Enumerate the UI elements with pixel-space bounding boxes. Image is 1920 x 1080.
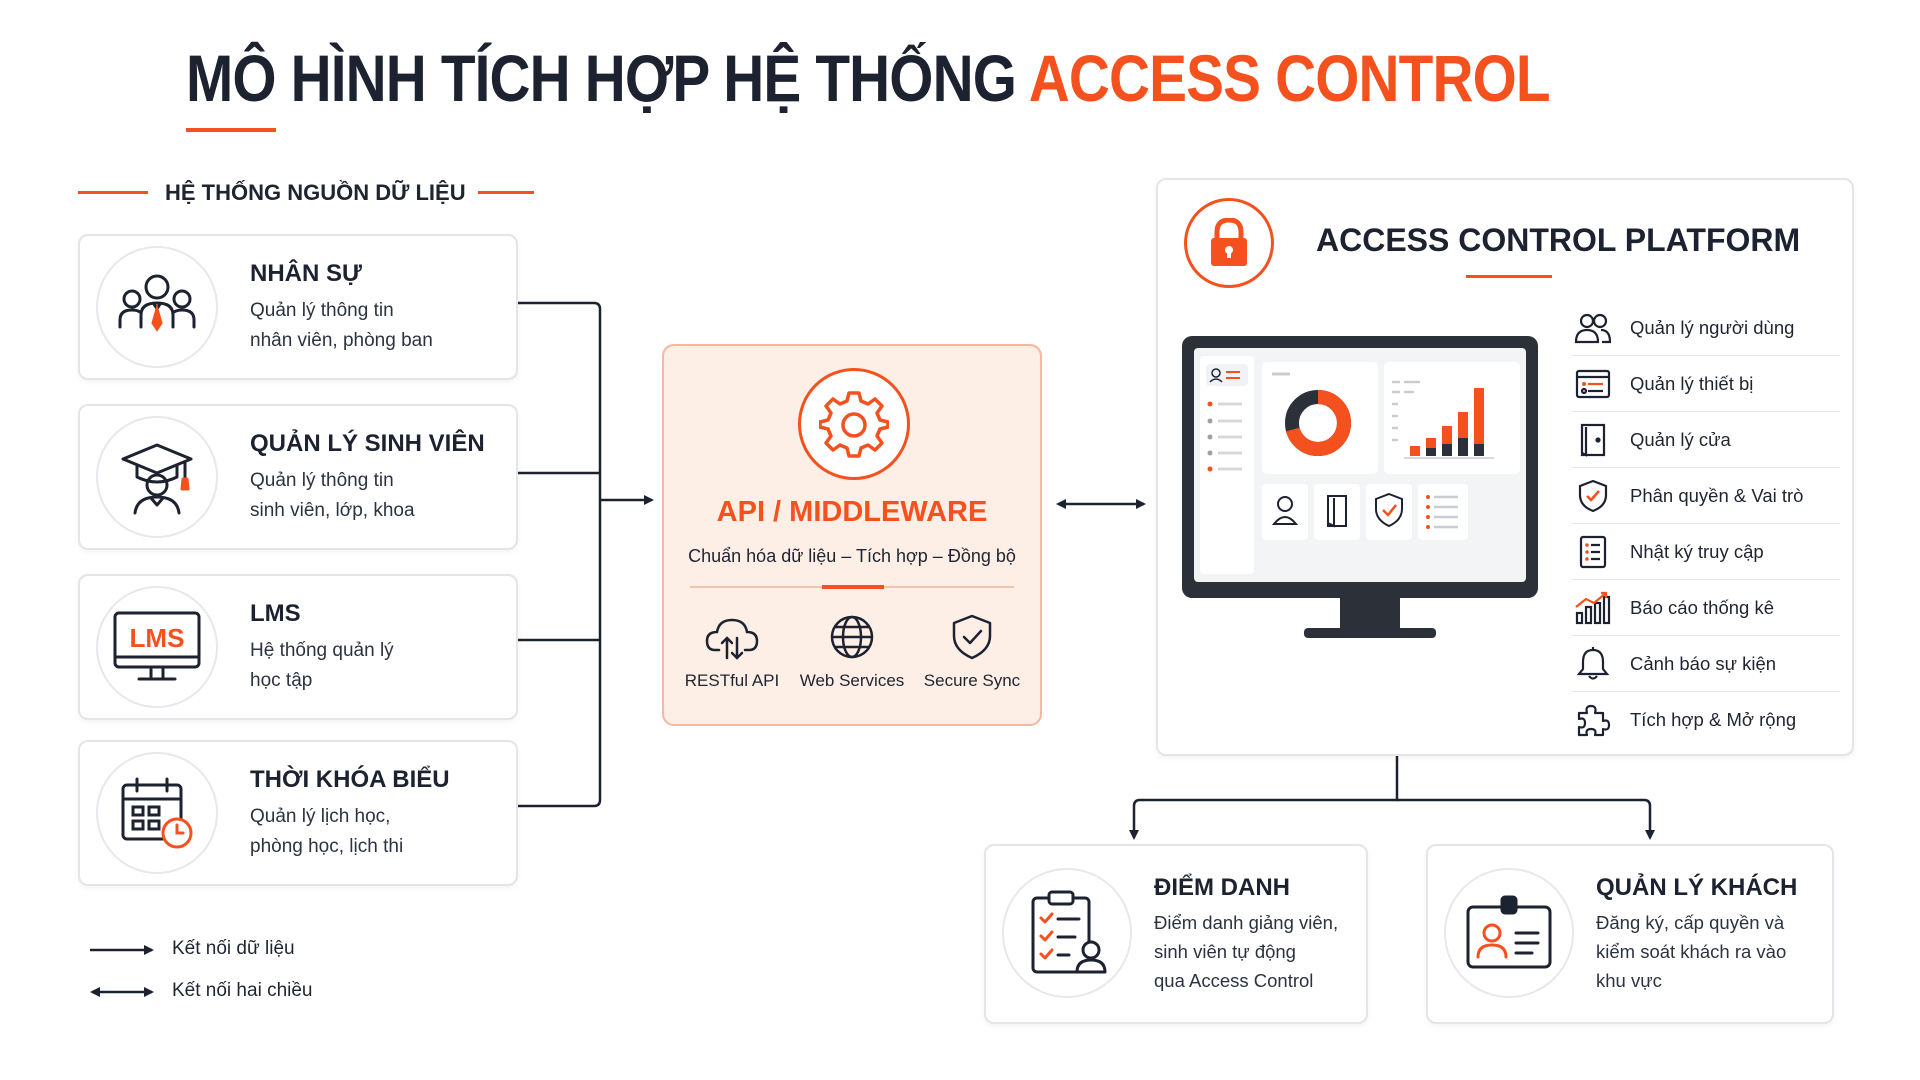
puzzle-icon (1572, 702, 1614, 738)
source-section-title: HỆ THỐNG NGUỒN DỮ LIỆU (165, 180, 466, 205)
users-icon (1572, 310, 1614, 346)
source-title: QUẢN LÝ SINH VIÊN (250, 430, 485, 457)
feature-item-alerts[interactable]: Cảnh báo sự kiện (1572, 636, 1840, 692)
log-icon (1572, 534, 1614, 570)
feature-item-logs[interactable]: Nhật ký truy cập (1572, 524, 1840, 580)
graduation-icon (96, 416, 218, 538)
legend-two-way: Kết nối hai chiều (172, 980, 313, 1001)
middleware-item-label: RESTful API (684, 671, 780, 690)
source-title: LMS (250, 600, 301, 627)
dashboard-monitor-illustration (1182, 336, 1538, 598)
platform-feature-list: Quản lý người dùng Quản lý thiết bị Quản… (1572, 300, 1840, 748)
gear-icon (798, 368, 910, 480)
feature-item-roles[interactable]: Phân quyền & Vai trò (1572, 468, 1840, 524)
title-underline (186, 128, 276, 132)
device-icon (1572, 366, 1614, 402)
platform-title-underline (1466, 275, 1552, 278)
middleware-subtitle: Chuẩn hóa dữ liệu – Tích hợp – Đồng bộ (688, 546, 1016, 566)
page-title: MÔ HÌNH TÍCH HỢP HỆ THỐNG ACCESS CONTROL (186, 41, 1551, 115)
lms-monitor-icon: LMS (96, 586, 218, 708)
middleware-box[interactable]: API / MIDDLEWARE Chuẩn hóa dữ liệu – Tíc… (662, 344, 1042, 726)
feature-item-devices[interactable]: Quản lý thiết bị (1572, 356, 1840, 412)
calendar-clock-icon (96, 752, 218, 874)
legend-one-way: Kết nối dữ liệu (172, 938, 295, 959)
shield-check-icon (952, 614, 992, 660)
section-line-right (478, 191, 534, 194)
middleware-title: API / MIDDLEWARE (716, 496, 988, 528)
dashboard-screen (1194, 348, 1526, 582)
feature-item-integration[interactable]: Tích hợp & Mở rộng (1572, 692, 1840, 748)
source-desc: Quản lý lịch học,phòng học, lịch thi (250, 806, 404, 857)
section-line-left (78, 191, 148, 194)
checklist-user-icon (1002, 868, 1132, 998)
middleware-item-secure-sync: Secure Sync (912, 614, 1032, 691)
monitor-base (1304, 628, 1436, 638)
middleware-item-web-services: Web Services (792, 614, 912, 691)
bell-icon (1572, 646, 1614, 682)
lock-icon (1184, 198, 1274, 288)
feature-item-reports[interactable]: Báo cáo thống kê (1572, 580, 1840, 636)
feature-item-users[interactable]: Quản lý người dùng (1572, 300, 1840, 356)
monitor-stand (1340, 596, 1400, 630)
globe-icon (830, 615, 874, 659)
access-control-platform[interactable]: ACCESS CONTROL PLATFORM (1156, 178, 1854, 756)
cloud-sync-icon (705, 618, 759, 660)
source-title: THỜI KHÓA BIỂU (250, 766, 450, 793)
people-icon (96, 246, 218, 368)
source-card-thoi-khoa-bieu[interactable]: THỜI KHÓA BIỂU Quản lý lịch học,phòng họ… (78, 740, 518, 886)
door-icon (1572, 422, 1614, 458)
feature-item-doors[interactable]: Quản lý cửa (1572, 412, 1840, 468)
output-title: ĐIỂM DANH (1154, 874, 1290, 901)
middleware-item-label: Secure Sync (923, 671, 1021, 690)
lms-icon-text: LMS (130, 623, 185, 653)
middleware-item-restful: RESTful API (672, 614, 792, 691)
source-title: NHÂN SỰ (250, 260, 362, 287)
middleware-item-label: Web Services (799, 671, 905, 690)
shield-check-icon (1572, 478, 1614, 514)
platform-title: ACCESS CONTROL PLATFORM (1316, 222, 1801, 258)
chart-icon (1572, 590, 1614, 626)
output-card-diem-danh[interactable]: ĐIỂM DANH Điểm danh giảng viên,sinh viên… (984, 844, 1368, 1024)
output-title: QUẢN LÝ KHÁCH (1596, 874, 1798, 901)
middleware-divider-accent (822, 585, 884, 589)
id-badge-icon (1444, 868, 1574, 998)
